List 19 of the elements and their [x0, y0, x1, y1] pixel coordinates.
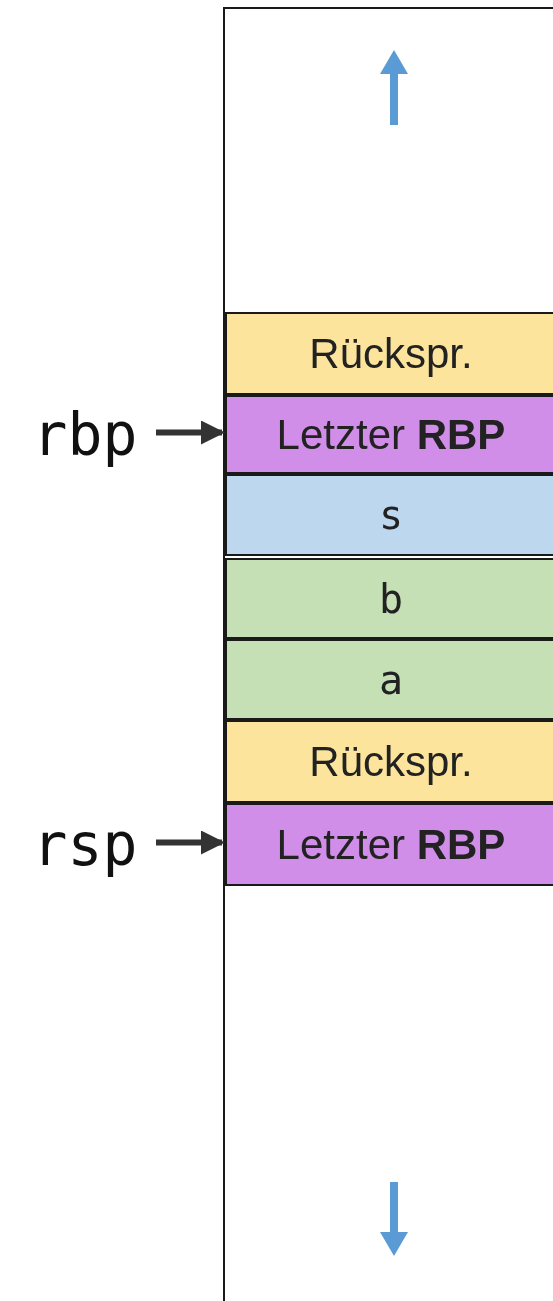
slot-text: Rückspr. — [309, 737, 473, 786]
stack-slot — [225, 639, 553, 720]
slot-text: Rückspr. — [309, 329, 473, 378]
pointer-arrow — [156, 420, 225, 445]
register-label: rsp — [26, 810, 144, 880]
slot-text: Letzter RBP — [276, 820, 506, 869]
stack-slot — [225, 395, 553, 474]
slot-text: b — [378, 575, 404, 622]
pointer-arrow — [156, 830, 225, 855]
stack-slot — [225, 312, 553, 395]
slot-text: a — [378, 656, 404, 703]
stack-slot — [225, 474, 553, 556]
register-label: rbp — [26, 400, 144, 470]
slot-text: Letzter RBP — [276, 410, 506, 459]
stack-frame — [223, 7, 553, 1301]
stack-slot — [225, 558, 553, 639]
slot-text: s — [378, 492, 404, 538]
stack-slot — [225, 803, 553, 886]
stack-slot — [225, 720, 553, 803]
